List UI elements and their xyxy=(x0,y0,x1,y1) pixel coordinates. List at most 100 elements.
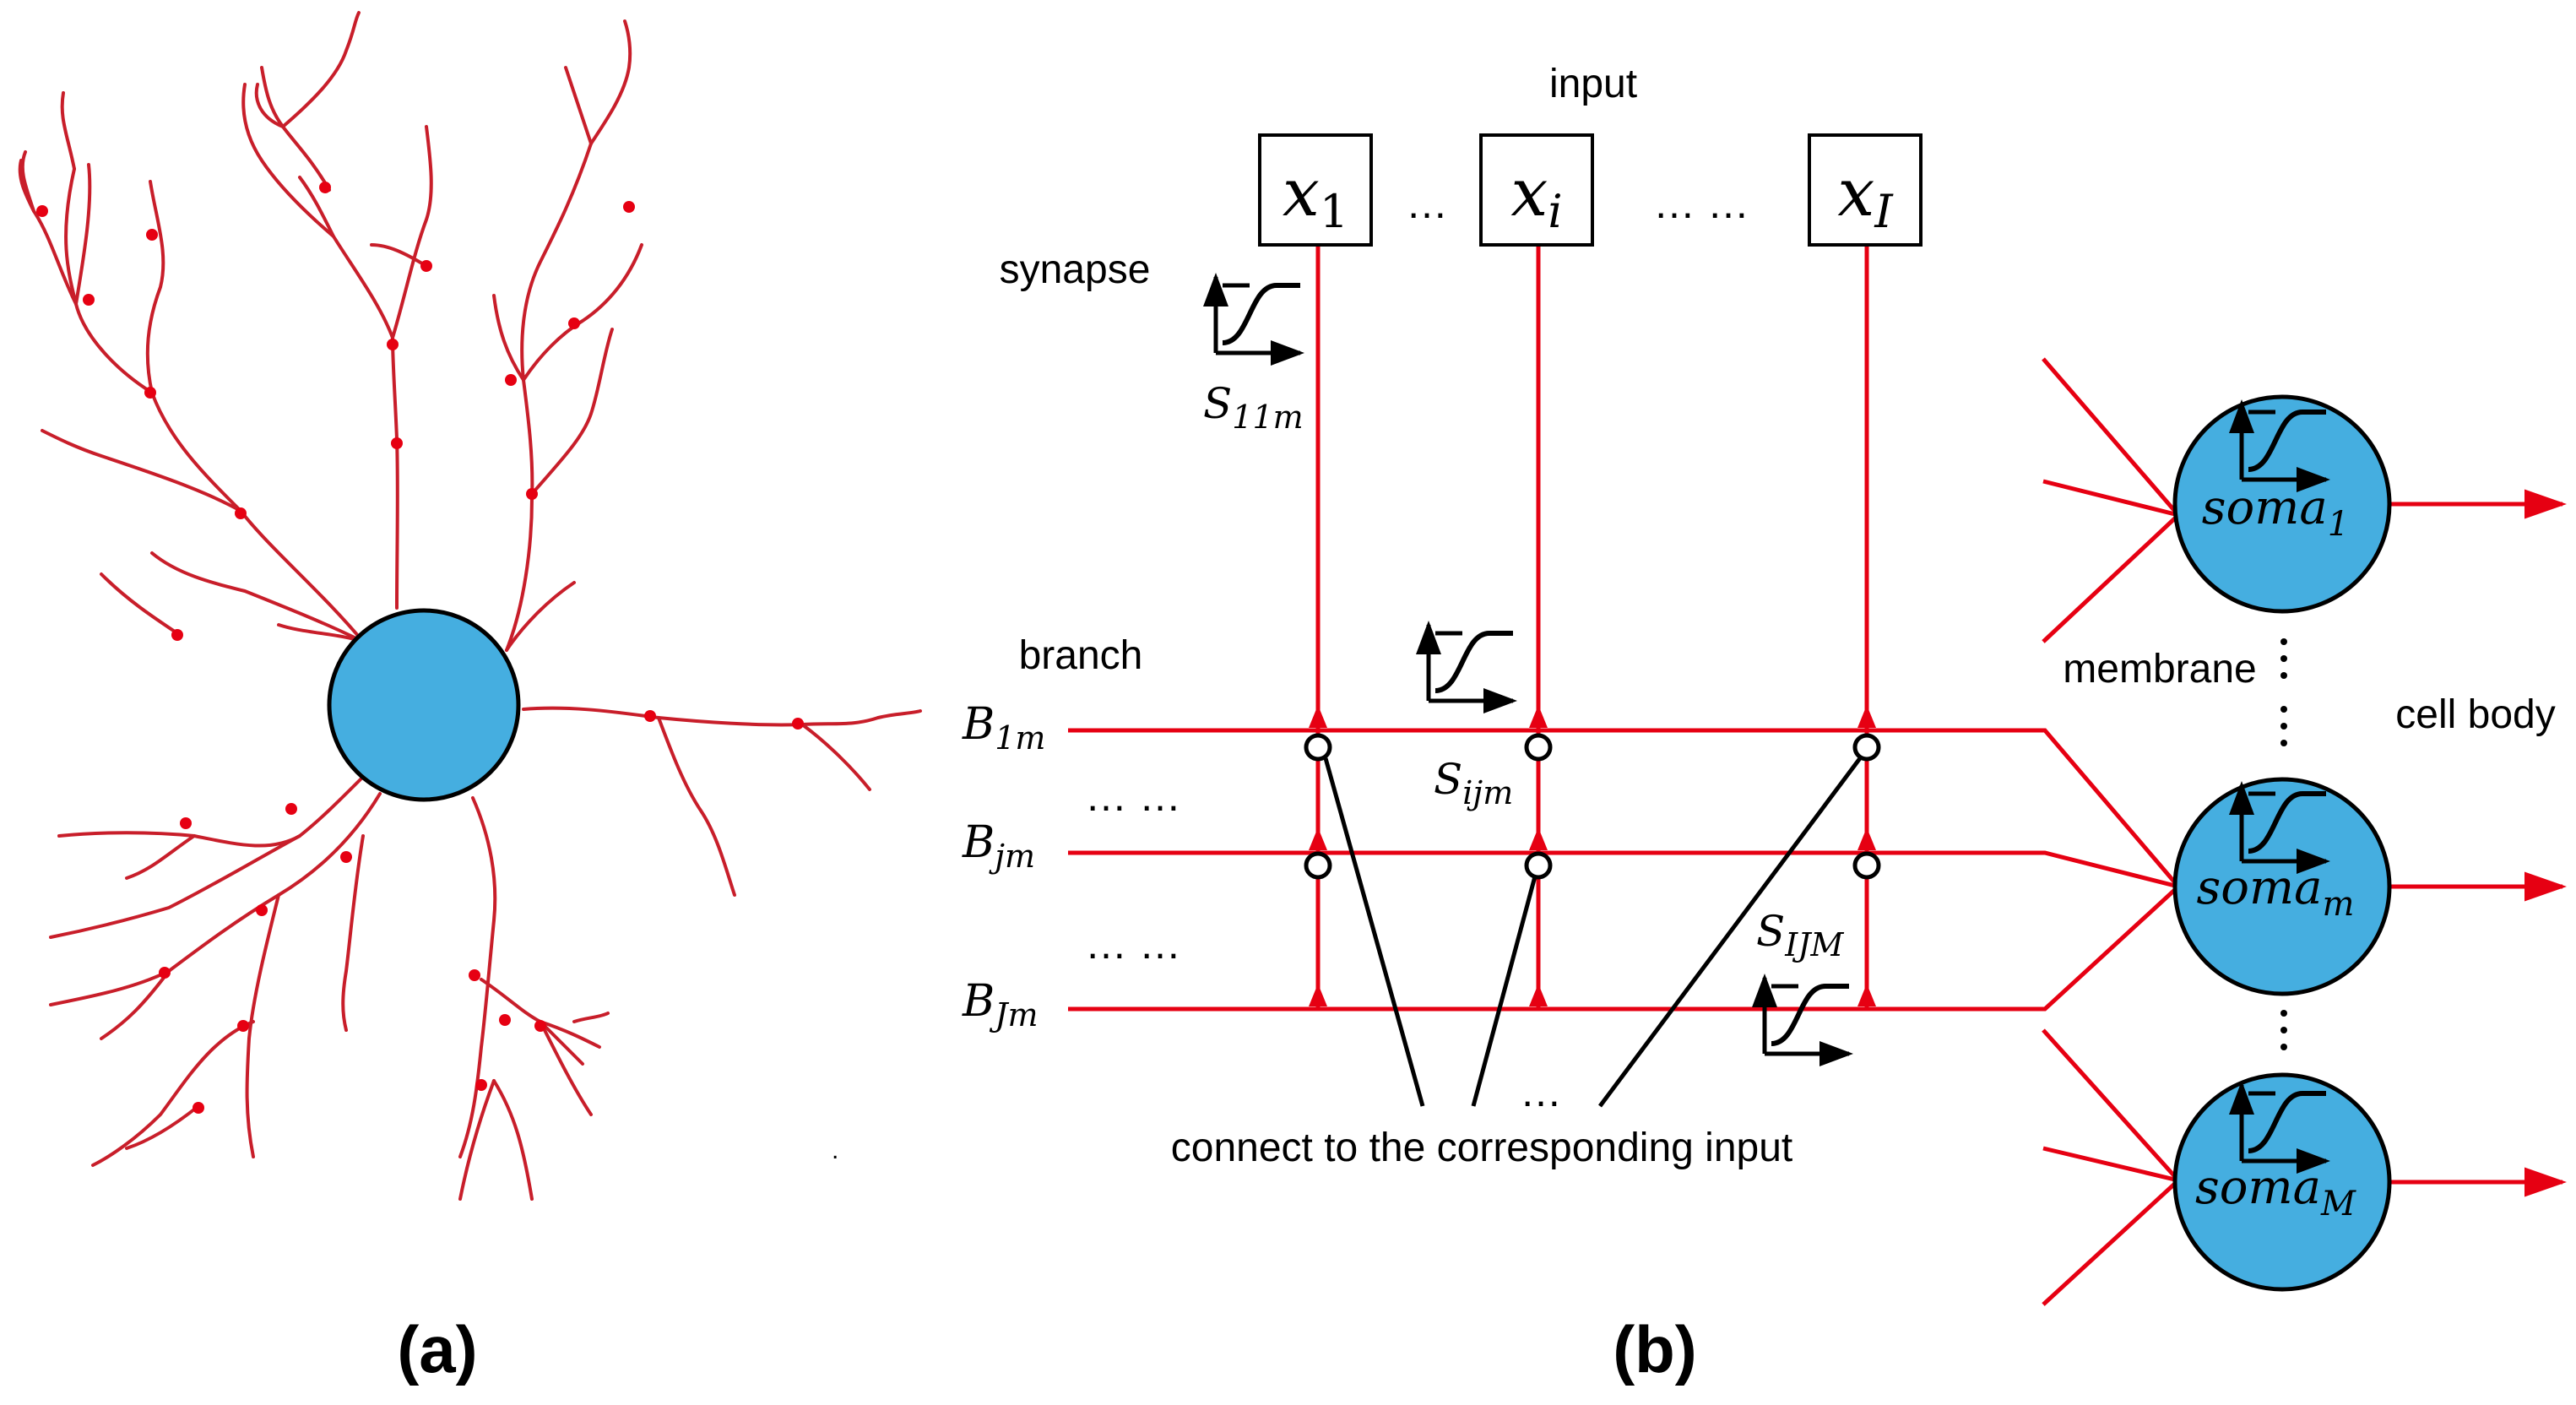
dendrite xyxy=(145,180,365,643)
caption-ellipsis: … xyxy=(1520,1068,1562,1115)
dendrite-node xyxy=(792,718,804,730)
pointer-line xyxy=(1471,876,1537,1107)
synapse-triangle xyxy=(1857,705,1876,728)
soma-ellipsis xyxy=(2280,638,2287,1050)
dendrite xyxy=(480,978,601,1049)
dendrite xyxy=(589,19,632,145)
dendrite xyxy=(505,581,576,652)
dendrite-node xyxy=(644,710,656,722)
synapse-triangle xyxy=(1309,984,1327,1006)
soma-1: soma1 xyxy=(2172,394,2392,614)
sigmoid-icon xyxy=(1216,277,1300,353)
synapse-label-IJM: SIJM xyxy=(1756,907,1845,963)
dendrite-node xyxy=(193,1102,204,1114)
membrane-line xyxy=(2042,1028,2180,1182)
pointer-line xyxy=(1597,757,1863,1108)
dendrite xyxy=(458,796,497,1158)
synapse-label-ijm: Sijm xyxy=(1434,755,1513,811)
dendrite xyxy=(530,328,614,496)
branch-line xyxy=(1068,850,2179,889)
open-synapse xyxy=(1852,851,1881,880)
branch-ellipsis-1: … … xyxy=(1085,773,1181,820)
dendrite xyxy=(539,1020,593,1116)
dendrite-node xyxy=(235,507,247,519)
dendrite-nodes xyxy=(36,182,804,1114)
membrane-line xyxy=(2042,1179,2180,1306)
dendrite-node xyxy=(144,387,156,399)
dendrite xyxy=(49,834,301,939)
soma-body xyxy=(2172,394,2392,614)
dendrite xyxy=(657,716,736,897)
dendrite-node xyxy=(36,205,48,217)
membrane-line xyxy=(2042,357,2180,517)
dendrite xyxy=(150,551,365,643)
dendrite xyxy=(60,91,76,171)
dendrite xyxy=(41,429,242,513)
dendrite xyxy=(564,66,593,145)
membrane-line xyxy=(2042,513,2180,643)
dendrite xyxy=(572,1012,610,1023)
branch-line xyxy=(1068,728,2180,888)
input-box-1 xyxy=(1258,133,1373,247)
panel-a-label: (a) xyxy=(397,1312,477,1386)
dendrite xyxy=(100,572,179,635)
input-ellipsis-2: … … xyxy=(1653,180,1749,227)
dendrite-node xyxy=(237,1020,249,1032)
dendrite xyxy=(370,243,428,268)
synapse-triangle xyxy=(1857,984,1876,1006)
dendrite xyxy=(74,163,92,306)
soma-M: somaM xyxy=(2172,1072,2392,1292)
synapse-heading: synapse xyxy=(1000,247,1151,292)
dendrite xyxy=(91,1020,255,1167)
sigmoid-icon xyxy=(1429,625,1513,701)
dendrite-node xyxy=(420,260,432,272)
dendrite xyxy=(125,1104,200,1150)
dendrite xyxy=(505,378,534,652)
dendrite-node xyxy=(340,851,352,863)
dendrite xyxy=(876,709,922,719)
dendrite-node xyxy=(534,1020,546,1032)
dendrite-node xyxy=(285,803,297,815)
dendrite xyxy=(522,706,880,727)
soma-body xyxy=(2172,1072,2392,1292)
membrane-heading: membrane xyxy=(2063,647,2256,692)
membrane-line xyxy=(2042,479,2179,518)
neuron-soma xyxy=(327,608,521,802)
dendrite xyxy=(20,150,78,306)
branch-heading: branch xyxy=(1019,633,1143,678)
open-synapse xyxy=(1524,733,1553,762)
open-synapses xyxy=(1304,733,1881,880)
dendrite-tree xyxy=(18,11,922,1201)
dendrite xyxy=(125,834,196,880)
dendrite-node xyxy=(387,339,399,350)
cell-body-heading: cell body xyxy=(2395,692,2555,737)
input-label-I: xI xyxy=(1837,155,1894,238)
open-synapse xyxy=(1524,851,1553,880)
dendrite-node xyxy=(171,629,183,641)
dendrite xyxy=(520,142,593,382)
dendrite xyxy=(281,11,361,128)
branch-label-1m: B1m xyxy=(962,699,1045,757)
synapse-markers xyxy=(1309,705,1876,1006)
dendrite-node xyxy=(469,969,480,981)
soma-label-M: somaM xyxy=(2195,1160,2356,1223)
synapse-triangle xyxy=(1309,705,1327,728)
open-synapse xyxy=(1852,733,1881,762)
dendrite-node xyxy=(319,182,331,193)
soma-label-1: soma1 xyxy=(2202,480,2349,544)
dendrite xyxy=(391,125,433,339)
dendrite-node xyxy=(623,201,635,213)
dendrite xyxy=(800,723,871,791)
synapse-triangle xyxy=(1529,705,1548,728)
soma-body xyxy=(2172,777,2392,996)
branch-line xyxy=(1068,885,2180,1012)
synapse-triangle xyxy=(1857,827,1876,850)
dendrite xyxy=(492,294,525,382)
dendrite-node xyxy=(568,317,580,329)
branch-ellipsis-2: … … xyxy=(1085,920,1181,968)
panel-b-label: (b) xyxy=(1613,1312,1697,1386)
soma-label-m: somam xyxy=(2197,860,2355,924)
dendrite xyxy=(341,834,365,1032)
synapse-triangle xyxy=(1529,827,1548,850)
